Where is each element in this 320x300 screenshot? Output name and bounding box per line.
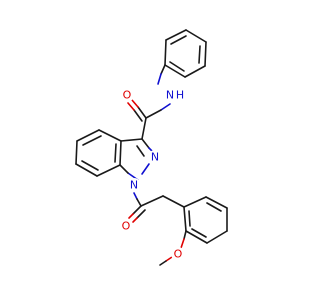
atom-label: O	[123, 89, 132, 102]
bond	[133, 109, 143, 122]
bond	[157, 73, 162, 85]
bond	[185, 230, 208, 244]
bond	[165, 29, 187, 41]
atom-o-benzoyl: O	[119, 219, 133, 233]
bond-inner	[206, 202, 222, 212]
bond	[183, 206, 187, 232]
bond	[204, 41, 207, 67]
bond	[76, 129, 100, 142]
atom-label: H	[176, 89, 184, 102]
bond	[184, 65, 206, 78]
bond	[159, 260, 167, 266]
bond-inner	[198, 45, 201, 64]
bond	[205, 196, 228, 209]
bond-inner	[170, 35, 187, 45]
bond	[180, 238, 185, 249]
atom-label: O	[174, 248, 183, 261]
atom-n2: N	[148, 150, 162, 164]
atom-label: N	[130, 179, 138, 192]
bond	[141, 138, 150, 149]
bond	[75, 140, 78, 165]
bond	[160, 103, 171, 111]
bond	[160, 64, 166, 75]
atom-labels: O N H N N O O	[119, 88, 185, 261]
atom-label: N	[151, 151, 159, 164]
bonds	[75, 29, 228, 266]
molecule-structure-diagram: O N H N N O O	[75, 29, 228, 266]
bond	[162, 195, 185, 208]
bond-inner	[82, 135, 102, 146]
bond-inner	[81, 160, 99, 171]
bond	[132, 205, 142, 215]
bond	[136, 145, 145, 157]
bond	[119, 164, 129, 174]
bond	[136, 209, 146, 219]
bond-inner	[188, 210, 191, 227]
bond	[183, 230, 187, 240]
bond	[120, 138, 143, 142]
atom-o-methoxy: O	[171, 247, 185, 261]
bond	[137, 106, 147, 119]
bond	[145, 109, 162, 119]
bond-inner	[114, 143, 117, 163]
bond	[98, 129, 122, 142]
atom-label: N	[166, 89, 174, 102]
bond	[133, 192, 138, 200]
bond	[148, 147, 153, 152]
atom-o-amide: O	[120, 88, 134, 102]
bond	[183, 196, 207, 208]
bond	[119, 140, 122, 166]
bond	[141, 163, 150, 175]
bond	[141, 117, 147, 140]
bond	[132, 217, 138, 223]
bond	[206, 230, 228, 244]
bond	[165, 256, 173, 262]
bond-inner	[191, 228, 207, 238]
atom-n1: N	[127, 178, 141, 192]
bond	[185, 29, 207, 43]
bond	[127, 102, 135, 111]
atom-label: O	[122, 220, 131, 233]
bond	[164, 39, 167, 66]
bond	[128, 213, 134, 219]
bond-inner	[169, 61, 185, 72]
bond	[136, 198, 142, 207]
bond	[75, 163, 98, 177]
atom-nh-amide: N H	[163, 88, 184, 102]
bond	[140, 195, 164, 207]
bond	[96, 164, 121, 177]
bond	[164, 64, 186, 78]
bond	[131, 99, 139, 108]
